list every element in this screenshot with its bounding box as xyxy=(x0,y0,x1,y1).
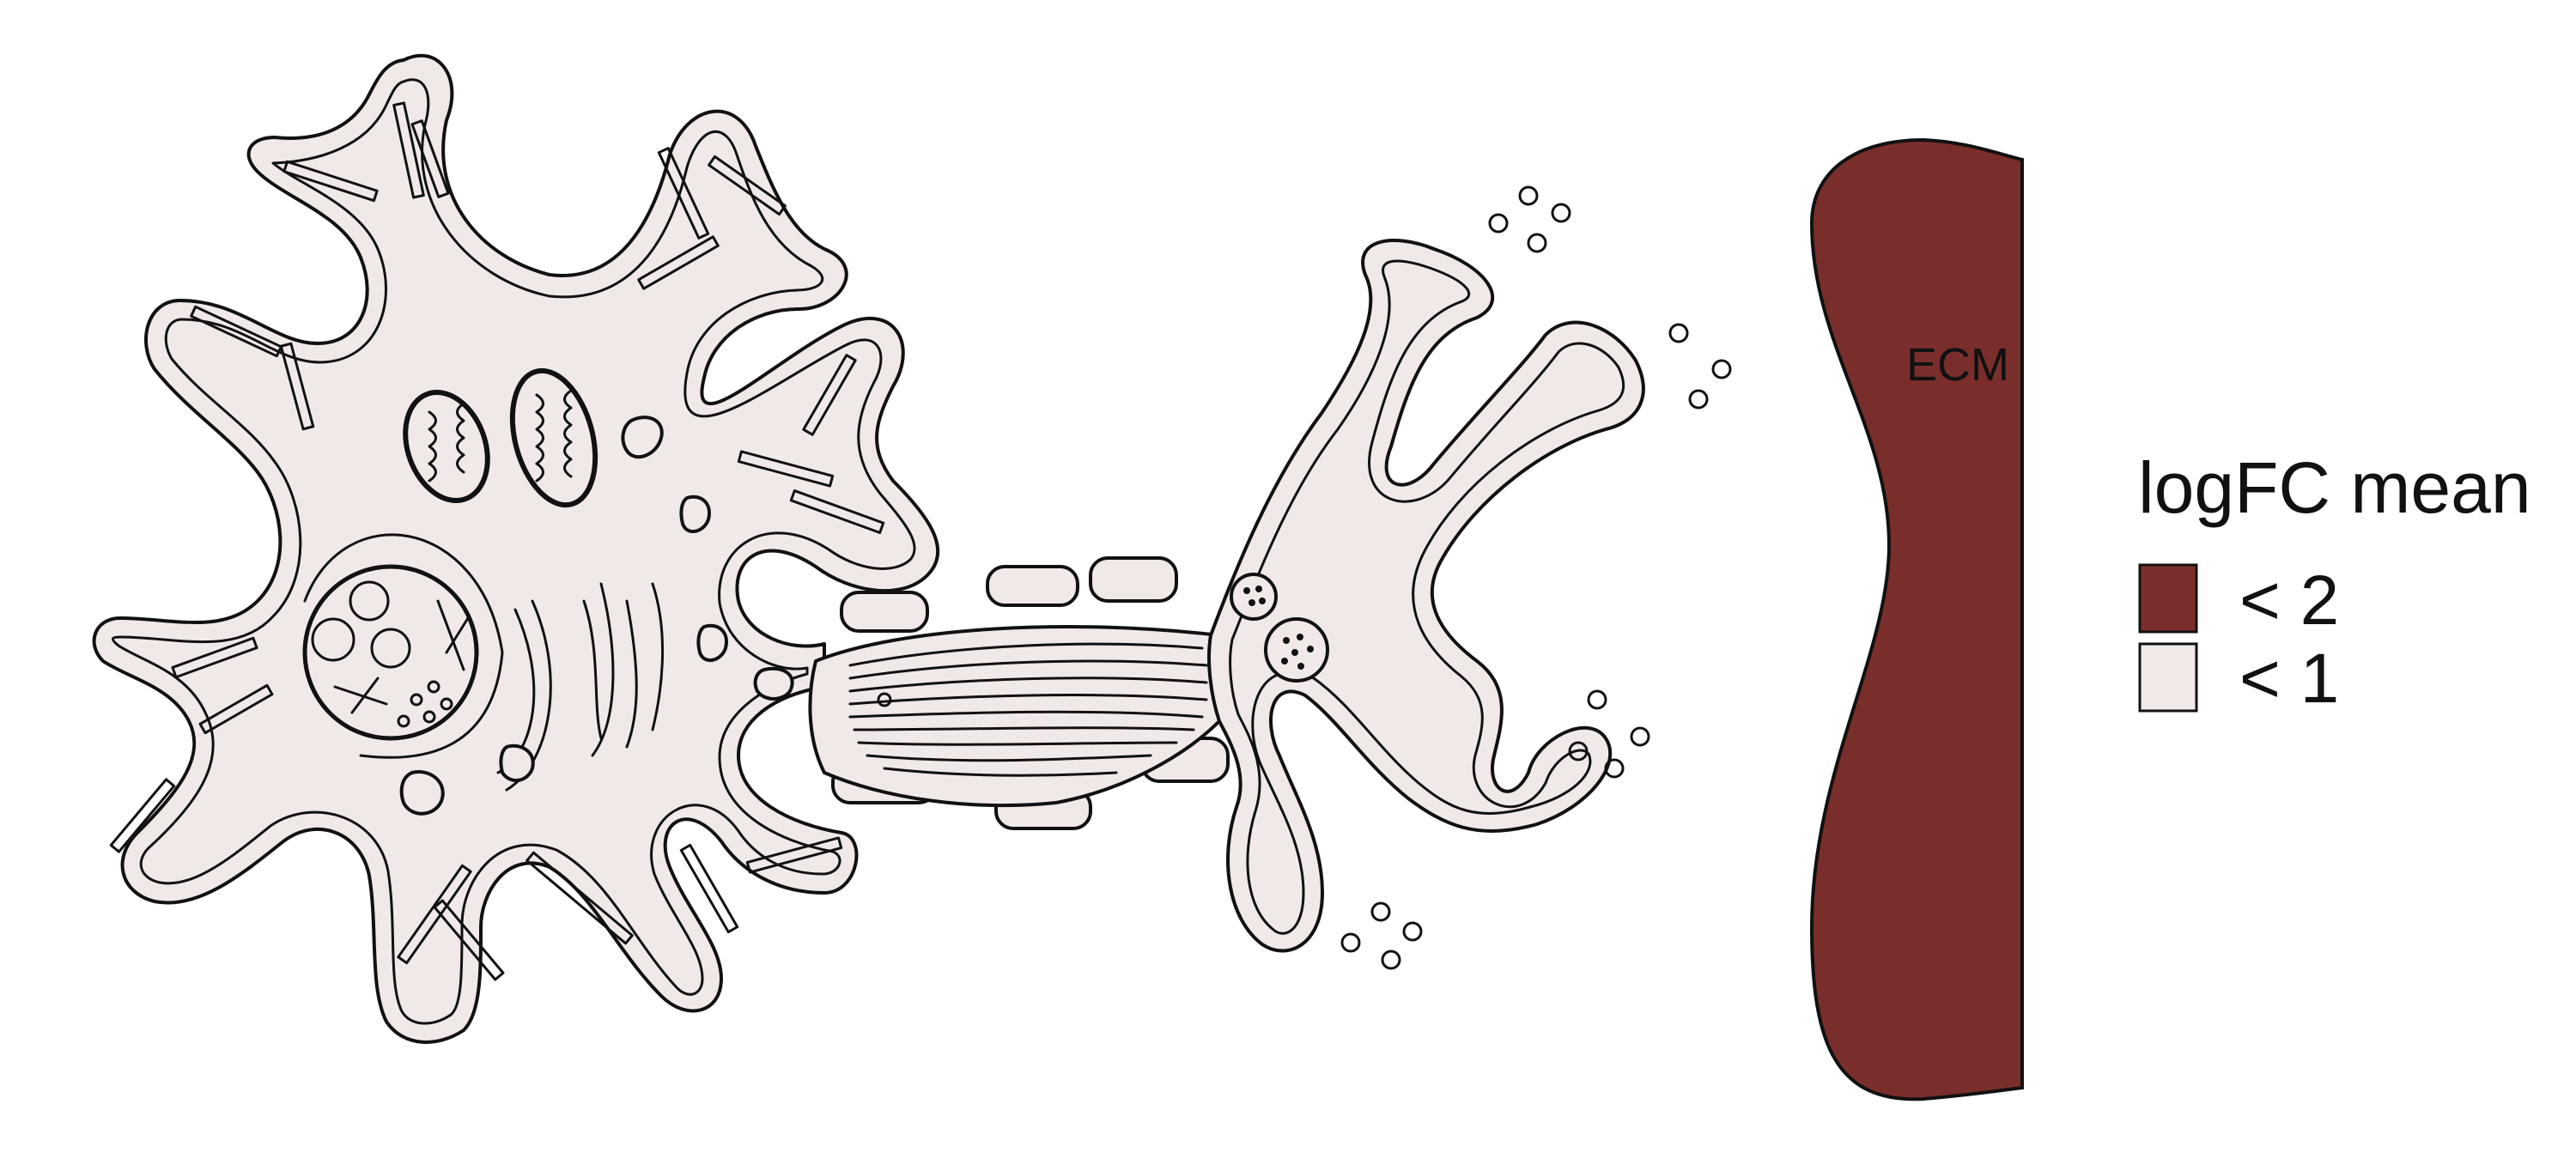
legend-title: logFC mean xyxy=(2138,447,2531,528)
vesicle-2 xyxy=(679,495,711,533)
left-cell-membrane xyxy=(92,53,940,1044)
spindle-body xyxy=(808,556,1230,830)
vesicle-5 xyxy=(399,770,445,816)
vesicle-3 xyxy=(696,623,728,662)
left-cell xyxy=(92,53,940,1044)
legend-label-high: < 2 xyxy=(2239,561,2339,640)
sarcomere-block-2 xyxy=(1089,556,1178,603)
legend-label-low: < 1 xyxy=(2239,640,2339,718)
myofibril-lines xyxy=(848,642,1208,777)
sarcomere-block-1 xyxy=(986,565,1079,607)
granule-cluster-1 xyxy=(1230,573,1278,621)
ecm-shape xyxy=(1809,137,2024,1101)
endoplasmic-reticulum xyxy=(496,582,665,792)
sarcomere-block-3 xyxy=(840,591,929,633)
mitochondrion-2 xyxy=(509,367,598,508)
legend-swatch-high xyxy=(2138,563,2198,634)
mitochondrion-1 xyxy=(403,390,490,503)
vesicle-1 xyxy=(621,416,664,459)
right-cell-membrane xyxy=(1207,239,1645,953)
right-cell-inner-membrane xyxy=(1229,259,1625,935)
granule-cluster-2 xyxy=(1264,617,1329,683)
vesicle-4 xyxy=(499,743,535,782)
nucleus xyxy=(302,533,504,759)
cytoskeleton-filaments xyxy=(109,101,885,981)
left-cell-inner-membrane xyxy=(112,78,916,1025)
right-cell xyxy=(1207,239,1645,953)
legend: logFC mean < 2 < 1 xyxy=(2138,447,2531,718)
vesicle-6 xyxy=(753,666,794,701)
extracellular-vesicles xyxy=(1340,185,1732,970)
ecm-label: ECM xyxy=(1906,339,2009,391)
legend-swatch-low xyxy=(2138,642,2198,713)
ecm-region: ECM xyxy=(1809,137,2024,1101)
spindle-outline xyxy=(808,625,1228,808)
